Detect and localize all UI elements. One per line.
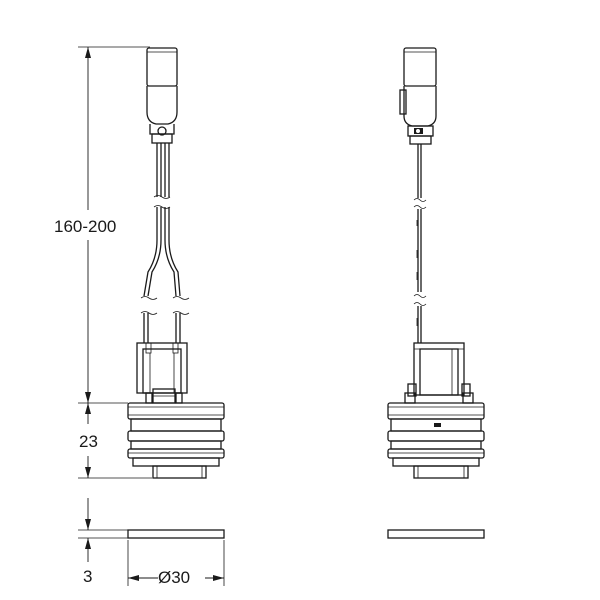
- side-wire: [413, 144, 427, 343]
- dimension-washer-thickness: [85, 498, 91, 562]
- front-washer: [127, 529, 225, 539]
- side-valve-body: [387, 402, 485, 479]
- front-view: [127, 47, 225, 539]
- front-wires: [140, 143, 190, 343]
- label-total-length: 160-200: [54, 217, 116, 236]
- side-terminal-block: [404, 342, 474, 404]
- side-view: [387, 47, 485, 539]
- side-washer: [387, 529, 485, 539]
- dimension-total-length: [85, 47, 91, 403]
- dimension-lines: 160-200 23 3 Ø30: [54, 46, 225, 587]
- label-diameter: Ø30: [158, 568, 190, 587]
- dimension-diameter: [128, 575, 224, 581]
- label-body-height: 23: [79, 432, 98, 451]
- dimension-body-height: [85, 403, 91, 478]
- front-terminal-block: [136, 342, 188, 404]
- front-connector-plug: [146, 47, 178, 144]
- label-washer-thickness: 3: [83, 567, 92, 586]
- front-valve-body: [127, 402, 225, 479]
- side-connector-plug: [399, 47, 437, 145]
